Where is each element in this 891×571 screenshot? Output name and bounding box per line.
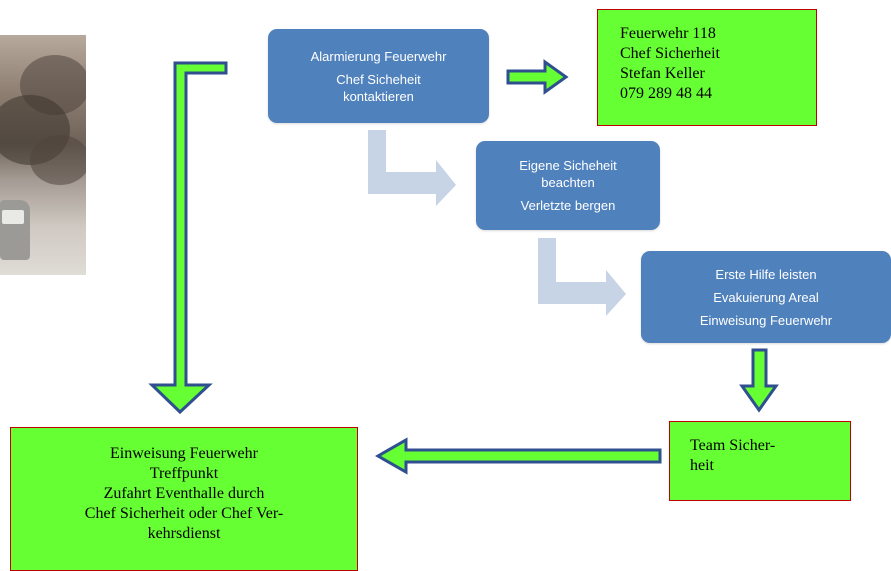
box-briefing: Einweisung Feuerwehr Treffpunkt Zufahrt …	[10, 427, 358, 571]
box-team-safety: Team Sicher- heit	[669, 421, 851, 501]
firstaid-line-2: Evakuierung Areal	[713, 289, 819, 305]
briefing-line-4: Chef Sicherheit oder Chef Ver-	[84, 505, 284, 522]
arrow-left-briefing	[374, 437, 662, 475]
box-first-aid: Erste Hilfe leisten Evakuierung Areal Ei…	[641, 251, 891, 343]
contacts-line-4: 079 289 48 44	[620, 85, 712, 102]
briefing-line-2: Treffpunkt	[149, 465, 219, 482]
briefing-line-3: Zufahrt Eventhalle durch	[103, 485, 265, 502]
contacts-line-3: Stefan Keller	[620, 65, 705, 82]
team-line-1: Team Sicher-	[690, 437, 776, 454]
safety-line-3: Verletzte bergen	[520, 198, 616, 213]
team-line-2: heit	[690, 457, 714, 474]
arrow-light-1	[368, 130, 456, 206]
contacts-line-1: Feuerwehr 118	[620, 25, 716, 42]
alarm-line-3: kontaktieren	[343, 88, 414, 104]
alarm-line-2: Chef Sicheheit	[336, 71, 421, 87]
alarm-line-1: Alarmierung Feuerwehr	[310, 48, 447, 64]
arrow-down-team	[739, 348, 779, 413]
briefing-line-1: Einweisung Feuerwehr	[110, 445, 258, 462]
safety-line-1: Eigene Sicheheit	[519, 158, 617, 173]
firstaid-line-3: Einweisung Feuerwehr	[699, 312, 833, 328]
box-safety: Eigene Sicheheit beachten Verletzte berg…	[476, 141, 660, 230]
safety-line-2: beachten	[541, 175, 595, 190]
firstaid-line-1: Erste Hilfe leisten	[715, 266, 817, 282]
briefing-line-5: kehrsdienst	[147, 525, 221, 542]
box-alarm: Alarmierung Feuerwehr Chef Sicheheit kon…	[268, 29, 489, 123]
incident-photo	[0, 35, 86, 275]
arrow-down-left-long	[148, 61, 228, 415]
arrow-right-contacts	[506, 59, 569, 95]
box-contacts: Feuerwehr 118 Chef Sicherheit Stefan Kel…	[597, 9, 817, 126]
contacts-line-2: Chef Sicherheit	[620, 45, 720, 62]
arrow-light-2	[538, 238, 626, 316]
